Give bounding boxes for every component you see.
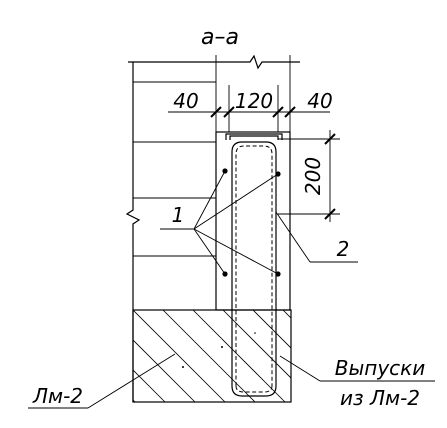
dim-right-label: 40	[307, 89, 332, 113]
brick-courses	[133, 81, 216, 257]
dim-left-label: 40	[173, 89, 198, 113]
dim-middle-label: 120	[235, 89, 273, 113]
left-break-line	[125, 62, 141, 402]
rebar-loop	[225, 133, 283, 397]
dim-vertical-label: 200	[301, 157, 325, 195]
top-break-line	[128, 54, 300, 70]
horizontal-dimension	[168, 106, 330, 118]
lintel-label-leader	[28, 353, 176, 409]
outlets-label-line1: Выпуски	[335, 356, 426, 380]
callout-1-label: 1	[172, 203, 185, 227]
concrete-specks	[182, 332, 256, 368]
outlets-label-leader	[279, 355, 435, 382]
dimension-extension-lines	[215, 55, 291, 132]
lintel-hatching	[133, 310, 291, 402]
lintel-label: Лм-2	[32, 384, 83, 408]
callout-2-label: 2	[337, 237, 350, 261]
section-title: a–a	[201, 25, 239, 50]
lintel-outline	[132, 309, 292, 403]
callout-2-leader	[275, 211, 358, 263]
callout-1-leaders	[160, 170, 279, 275]
outlets-label-line2: из Лм-2	[340, 386, 420, 410]
vertical-dimension	[278, 130, 340, 222]
column-outline	[215, 131, 291, 311]
